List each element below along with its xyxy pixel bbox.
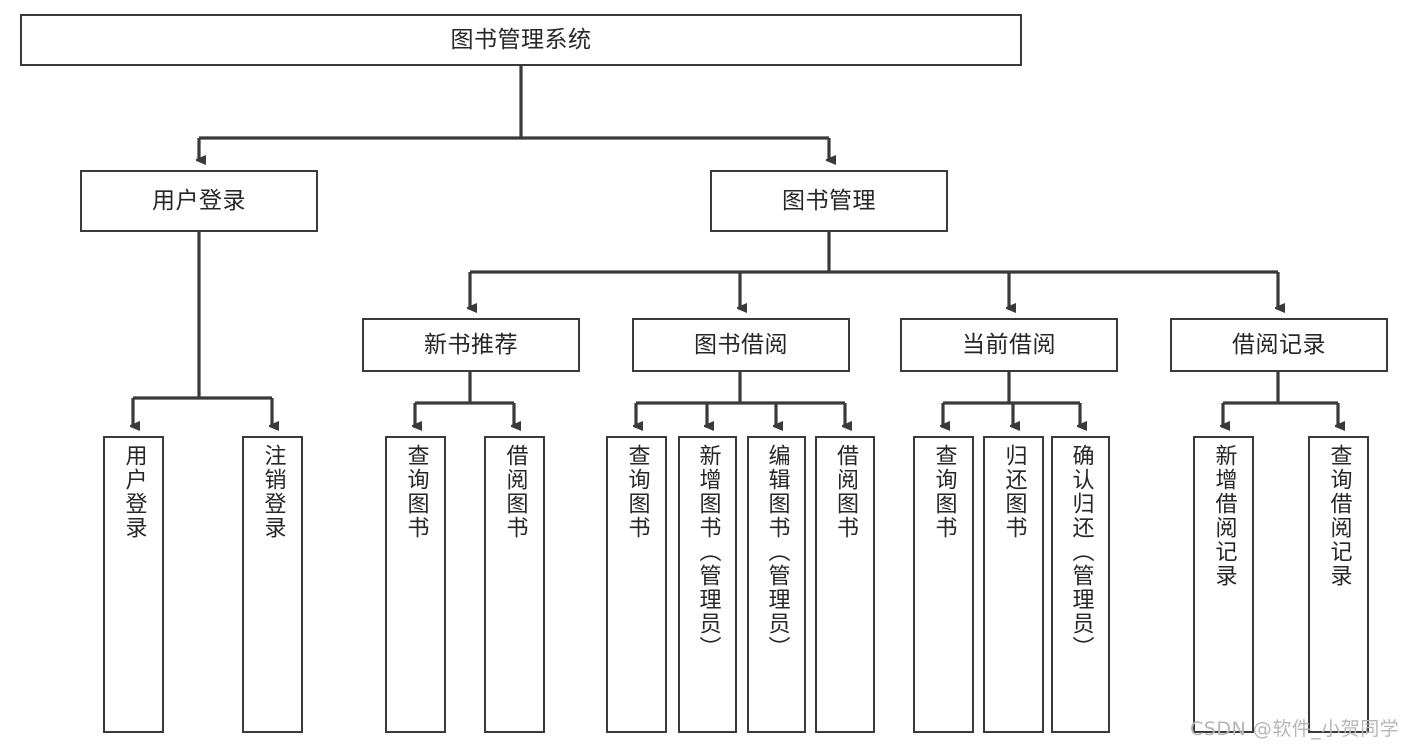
node-current-borrow[interactable]: 当前借阅 [900,318,1118,372]
node-leaf-borrow-book-2-label: 借阅图书 [833,444,858,540]
node-root[interactable]: 图书管理系统 [20,14,1022,66]
node-leaf-query-book-3[interactable]: 查询图书 [913,436,974,733]
node-leaf-return-book-label: 归还图书 [1001,444,1027,540]
node-user-login-label: 用户登录 [152,187,246,214]
node-leaf-query-book-2-label: 查询图书 [624,444,650,540]
node-leaf-add-book[interactable]: 新增图书（管理员） [678,436,737,733]
node-user-login[interactable]: 用户登录 [80,170,318,232]
node-book-borrow-label: 图书借阅 [694,331,788,358]
node-borrow-record[interactable]: 借阅记录 [1170,318,1388,372]
node-leaf-logout-label: 注销登录 [260,444,286,540]
node-root-label: 图书管理系统 [450,26,592,53]
node-leaf-edit-book-label: 编辑图书（管理员） [764,444,790,660]
node-leaf-user-login-label: 用户登录 [121,444,147,540]
node-leaf-query-record[interactable]: 查询借阅记录 [1308,436,1369,733]
node-leaf-borrow-book-1[interactable]: 借阅图书 [484,436,545,733]
node-leaf-query-record-label: 查询借阅记录 [1326,444,1352,588]
node-leaf-confirm-return[interactable]: 确认归还（管理员） [1051,436,1110,733]
node-leaf-user-login[interactable]: 用户登录 [103,436,164,733]
node-leaf-add-book-label: 新增图书（管理员） [695,444,721,660]
node-leaf-edit-book[interactable]: 编辑图书（管理员） [747,436,806,733]
node-book-manage[interactable]: 图书管理 [710,170,948,232]
node-leaf-borrow-book-2[interactable]: 借阅图书 [815,436,875,733]
node-book-manage-label: 图书管理 [782,187,876,214]
node-leaf-borrow-book-1-label: 借阅图书 [502,444,528,540]
node-book-borrow[interactable]: 图书借阅 [632,318,850,372]
node-leaf-add-record[interactable]: 新增借阅记录 [1193,436,1254,733]
node-leaf-return-book[interactable]: 归还图书 [983,436,1044,733]
node-leaf-query-book-3-label: 查询图书 [931,444,957,540]
watermark: CSDN @软件_小贺同学 [1190,718,1400,740]
node-new-book-recommend[interactable]: 新书推荐 [362,318,580,372]
node-new-book-recommend-label: 新书推荐 [424,331,518,358]
node-borrow-record-label: 借阅记录 [1232,331,1326,358]
node-current-borrow-label: 当前借阅 [962,331,1056,358]
node-leaf-confirm-return-label: 确认归还（管理员） [1068,444,1094,660]
node-leaf-add-record-label: 新增借阅记录 [1211,444,1237,588]
node-leaf-query-book-1-label: 查询图书 [403,444,429,540]
node-leaf-query-book-2[interactable]: 查询图书 [606,436,667,733]
node-leaf-query-book-1[interactable]: 查询图书 [385,436,446,733]
node-leaf-logout[interactable]: 注销登录 [242,436,303,733]
